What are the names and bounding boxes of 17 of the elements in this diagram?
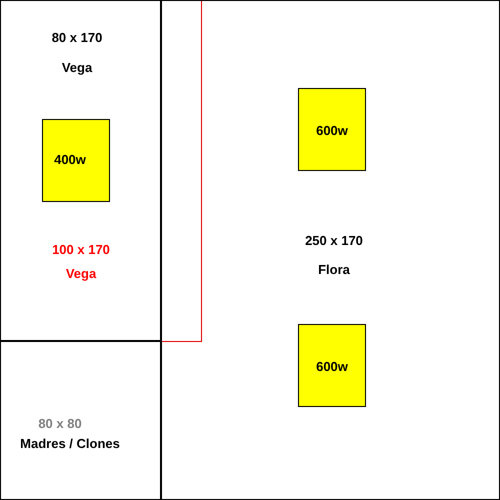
lamp-panel <box>42 119 110 202</box>
lamp-panel <box>298 88 366 171</box>
room-dimensions: 80 x 80 <box>38 416 82 431</box>
zone-outline <box>1 1 202 342</box>
lamp-wattage: 600w <box>316 123 348 138</box>
room-name: Vega <box>66 266 96 281</box>
room-name: Flora <box>318 262 350 277</box>
room-dimensions: 250 x 170 <box>305 233 363 248</box>
room-area <box>1 340 162 499</box>
room-name: Madres / Clones <box>20 436 120 451</box>
lamp-panel <box>298 324 366 407</box>
lamp-wattage: 400w <box>54 152 86 167</box>
room-dimensions: 100 x 170 <box>52 242 110 257</box>
lamp-wattage: 600w <box>316 359 348 374</box>
room-area <box>1 1 162 342</box>
room-dimensions: 80 x 170 <box>52 30 102 45</box>
room-name: Vega <box>62 60 92 75</box>
